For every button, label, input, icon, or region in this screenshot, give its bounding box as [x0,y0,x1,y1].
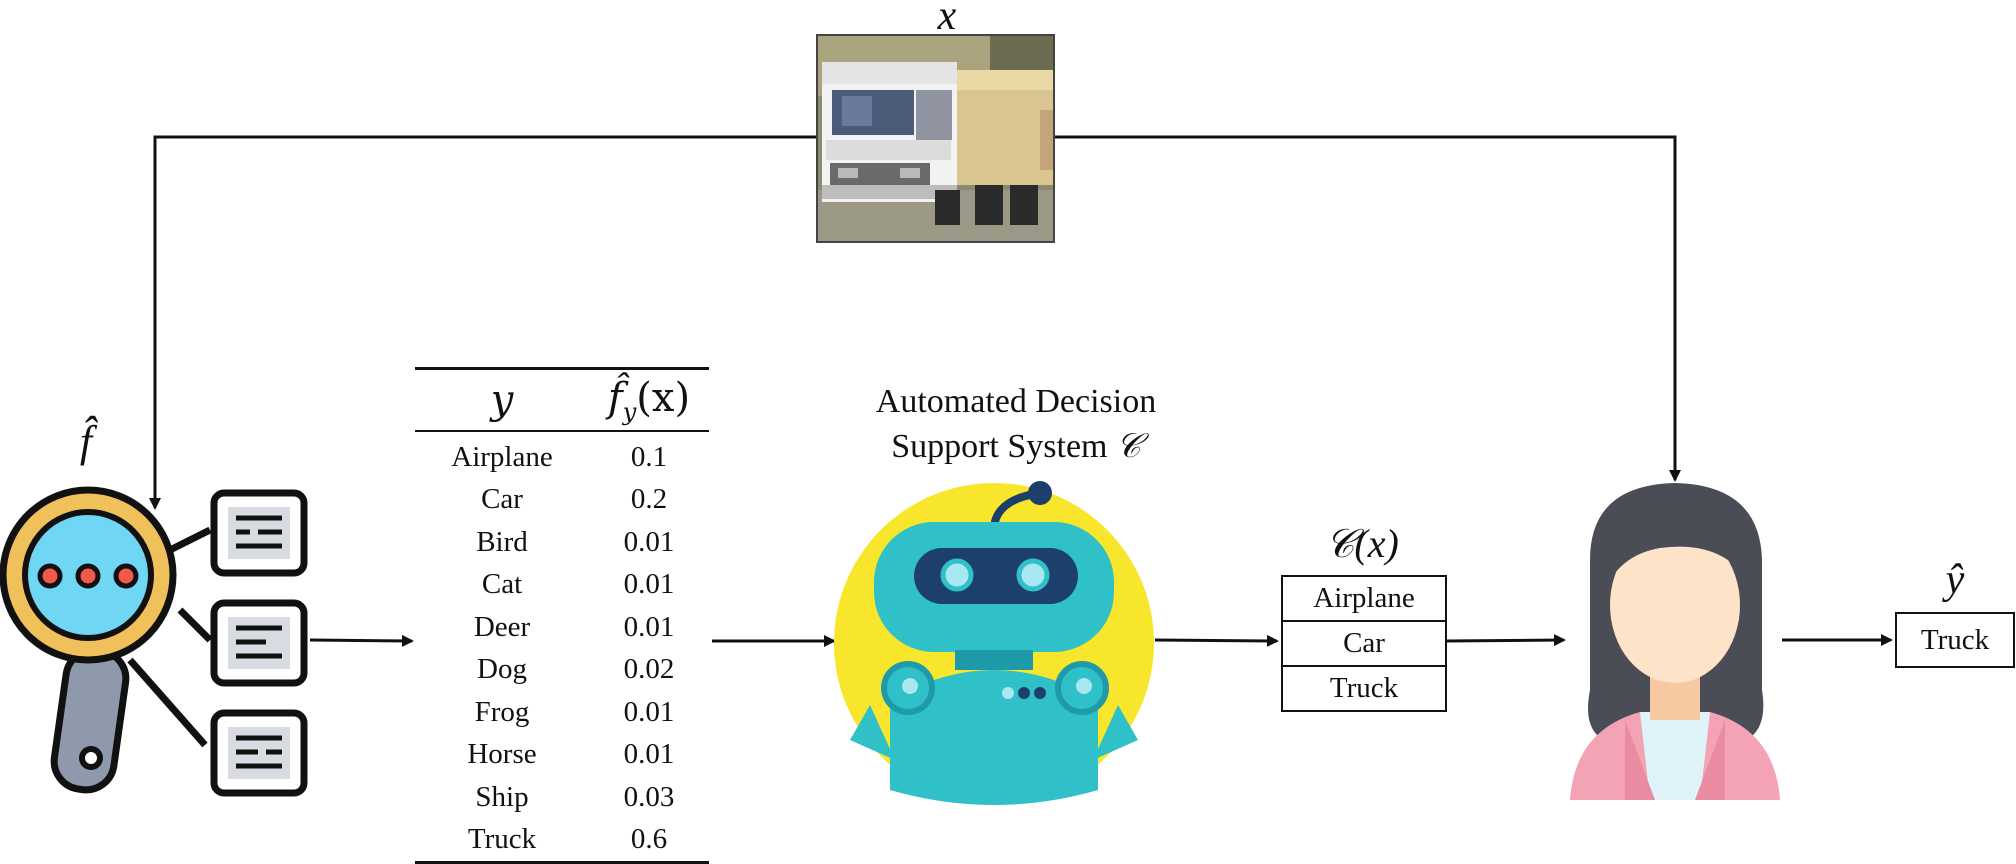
table-row: Airplane 0.1 [415,436,709,479]
class-label: Frog [474,695,530,728]
col-header-y: y [490,377,514,423]
arrow-system-to-set [1154,634,1279,647]
arrow-input-to-human [1054,135,1681,482]
col-header-f-subscript: y [622,397,637,426]
class-label: Car [481,483,523,516]
class-label: Airplane [451,440,553,473]
arrow-input-to-model [149,135,817,510]
class-label: Truck [467,823,537,856]
class-probability: 0.01 [623,525,675,558]
table-row: Dog 0.02 [415,649,709,692]
class-label: Dog [477,653,527,686]
col-header-f: f̂ [607,374,623,421]
document-icon [210,599,308,687]
document-icon [210,709,308,797]
table-top-rule [415,367,709,370]
system-title-line2-text: Support System [891,428,1108,465]
human-avatar-icon [1570,483,1780,800]
connectors [149,135,1893,647]
class-probability: 0.2 [630,483,668,516]
output-prediction-box: Truck [1895,612,2015,668]
class-probability: 0.02 [623,653,675,686]
prediction-set-item: Truck [1329,672,1399,704]
prediction-set-label: 𝒞(x) [1325,521,1399,566]
col-header-f-y-x: f̂y(x) [589,375,709,426]
model-magnifier-icon [0,486,308,797]
class-label: Horse [467,738,537,771]
input-symbol-x: x [937,0,957,39]
class-probability: 0.01 [623,695,675,728]
output-symbol-y-hat: ŷ [1945,557,1965,603]
prediction-set-item: Airplane [1283,577,1445,622]
prediction-set-box: Airplane Car Truck [1281,575,1447,712]
table-row: Frog 0.01 [415,691,709,734]
input-image [816,34,1055,243]
class-probability: 0.03 [623,780,675,813]
table-row: Ship 0.03 [415,776,709,819]
table-row: Car 0.2 [415,479,709,522]
class-probability: 0.01 [623,610,675,643]
class-label: Deer [473,610,531,643]
table-row: Horse 0.01 [415,734,709,777]
document-icon [210,489,308,577]
system-title-line2: Support System 𝒞 [876,424,1156,469]
table-row: Truck 0.6 [415,819,709,862]
arrow-model-to-table [309,634,414,647]
robot-icon [834,481,1154,805]
prediction-set-item: Car [1283,622,1445,667]
arrow-set-to-human [1445,634,1566,647]
class-label: Ship [475,780,529,813]
table-row: Deer 0.01 [415,606,709,649]
class-probability: 0.6 [630,823,668,856]
class-label: Bird [476,525,528,558]
table-row: Cat 0.01 [415,564,709,607]
system-symbol: 𝒞 [1116,426,1141,466]
table-row: Bird 0.01 [415,521,709,564]
class-probability: 0.01 [623,568,675,601]
model-symbol-f-hat: f̂ [79,417,93,466]
table-header: y f̂y(x) [415,370,709,430]
table-header-rule [415,430,709,432]
class-label: Cat [481,568,523,601]
col-header-f-arg: (x) [636,374,691,421]
system-title: Automated Decision Support System 𝒞 [876,380,1156,469]
system-title-line1: Automated Decision [875,383,1157,420]
class-probability: 0.1 [630,440,668,473]
class-probability: 0.01 [623,738,675,771]
